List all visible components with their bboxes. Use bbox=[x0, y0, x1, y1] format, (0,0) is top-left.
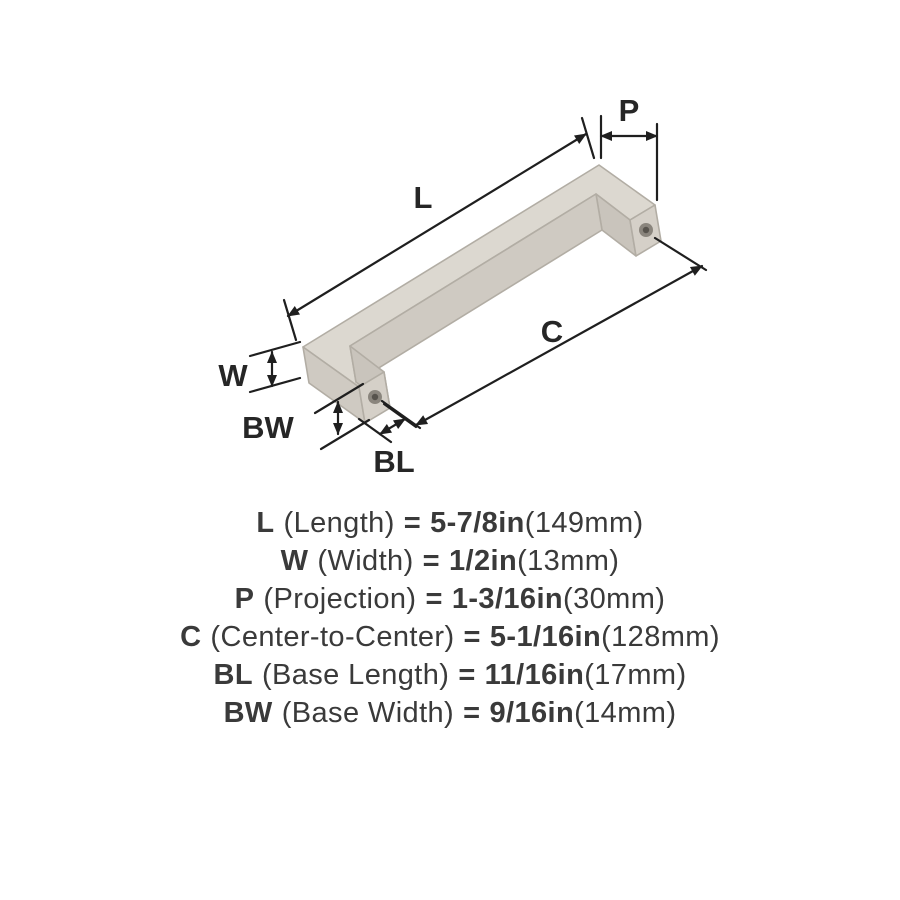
screw-hole-right-icon bbox=[639, 223, 653, 237]
screw-hole-inner bbox=[642, 226, 650, 234]
dimension-label-w: W bbox=[218, 358, 248, 393]
spec-abbr: P bbox=[234, 583, 255, 615]
dimension-label-l: L bbox=[414, 180, 433, 215]
spec-row-bw: BW (Base Width) = 9/16in(14mm) bbox=[224, 694, 677, 732]
dimension-label-c: C bbox=[541, 314, 563, 349]
spec-value: 9/16in bbox=[489, 697, 575, 729]
extension-line bbox=[319, 418, 371, 451]
dimension-l: L bbox=[282, 116, 596, 342]
spec-row-l: L (Length) = 5-7/8in(149mm) bbox=[256, 504, 643, 542]
screw-hole-inner bbox=[371, 393, 379, 401]
dimension-line bbox=[286, 132, 588, 318]
screw-hole-left-icon bbox=[368, 390, 382, 404]
spec-row-w: W (Width) = 1/2in(13mm) bbox=[281, 542, 620, 580]
spec-metric: (30mm) bbox=[563, 583, 666, 615]
spec-name: (Width) bbox=[317, 545, 414, 577]
handle-drawing bbox=[302, 164, 662, 424]
spec-name: (Center-to-Center) bbox=[210, 621, 455, 653]
spec-value: 5-7/8in bbox=[430, 507, 525, 539]
spec-row-bl: BL (Base Length) = 11/16in(17mm) bbox=[213, 656, 686, 694]
extension-line bbox=[248, 340, 302, 358]
dimension-bl: BL bbox=[357, 402, 418, 479]
extension-line bbox=[653, 236, 708, 272]
dimension-bw: BW bbox=[242, 382, 371, 451]
dimension-specs: L (Length) = 5-7/8in(149mm) W (Width) = … bbox=[0, 504, 900, 732]
spec-equals: = bbox=[425, 583, 443, 615]
spec-equals: = bbox=[458, 659, 476, 691]
handle-bar-front-face bbox=[349, 193, 603, 383]
extension-line bbox=[313, 382, 365, 415]
dimension-line bbox=[414, 264, 704, 427]
dimension-p: P bbox=[599, 93, 659, 202]
spec-value: 1-3/16in bbox=[451, 583, 564, 615]
dimension-label-p: P bbox=[619, 93, 640, 128]
spec-row-p: P (Projection) = 1-3/16in(30mm) bbox=[235, 580, 666, 618]
extension-line bbox=[357, 417, 393, 444]
spec-metric: (128mm) bbox=[601, 621, 720, 653]
extension-line bbox=[380, 399, 422, 430]
extension-line bbox=[248, 376, 302, 394]
dimension-label-bw: BW bbox=[242, 410, 294, 445]
spec-equals: = bbox=[463, 697, 481, 729]
dimension-line bbox=[378, 417, 407, 436]
spec-metric: (17mm) bbox=[584, 659, 687, 691]
spec-value: 1/2in bbox=[448, 545, 518, 577]
spec-equals: = bbox=[422, 545, 440, 577]
extension-line bbox=[282, 298, 298, 342]
spec-abbr: C bbox=[180, 621, 202, 653]
spec-metric: (14mm) bbox=[574, 697, 677, 729]
dimension-w: W bbox=[218, 340, 302, 394]
spec-abbr: BL bbox=[213, 659, 253, 691]
spec-equals: = bbox=[403, 507, 422, 539]
spec-metric: (13mm) bbox=[517, 545, 620, 577]
spec-name: (Length) bbox=[283, 507, 395, 539]
spec-value: 11/16in bbox=[484, 659, 585, 691]
spec-name: (Base Length) bbox=[261, 659, 450, 691]
spec-metric: (149mm) bbox=[524, 507, 644, 539]
dimension-c: C bbox=[380, 236, 708, 430]
extension-line bbox=[580, 116, 596, 160]
spec-equals: = bbox=[463, 621, 481, 653]
dimension-diagram: L P W BW BL bbox=[218, 93, 708, 479]
spec-name: (Projection) bbox=[263, 583, 417, 615]
spec-abbr: L bbox=[256, 507, 275, 539]
spec-row-c: C (Center-to-Center) = 5-1/16in(128mm) bbox=[180, 618, 720, 656]
spec-abbr: BW bbox=[223, 697, 273, 729]
spec-abbr: W bbox=[280, 545, 309, 577]
spec-name: (Base Width) bbox=[281, 697, 455, 729]
dimension-label-bl: BL bbox=[373, 444, 414, 479]
extension-line bbox=[382, 402, 418, 429]
spec-value: 5-1/16in bbox=[489, 621, 602, 653]
